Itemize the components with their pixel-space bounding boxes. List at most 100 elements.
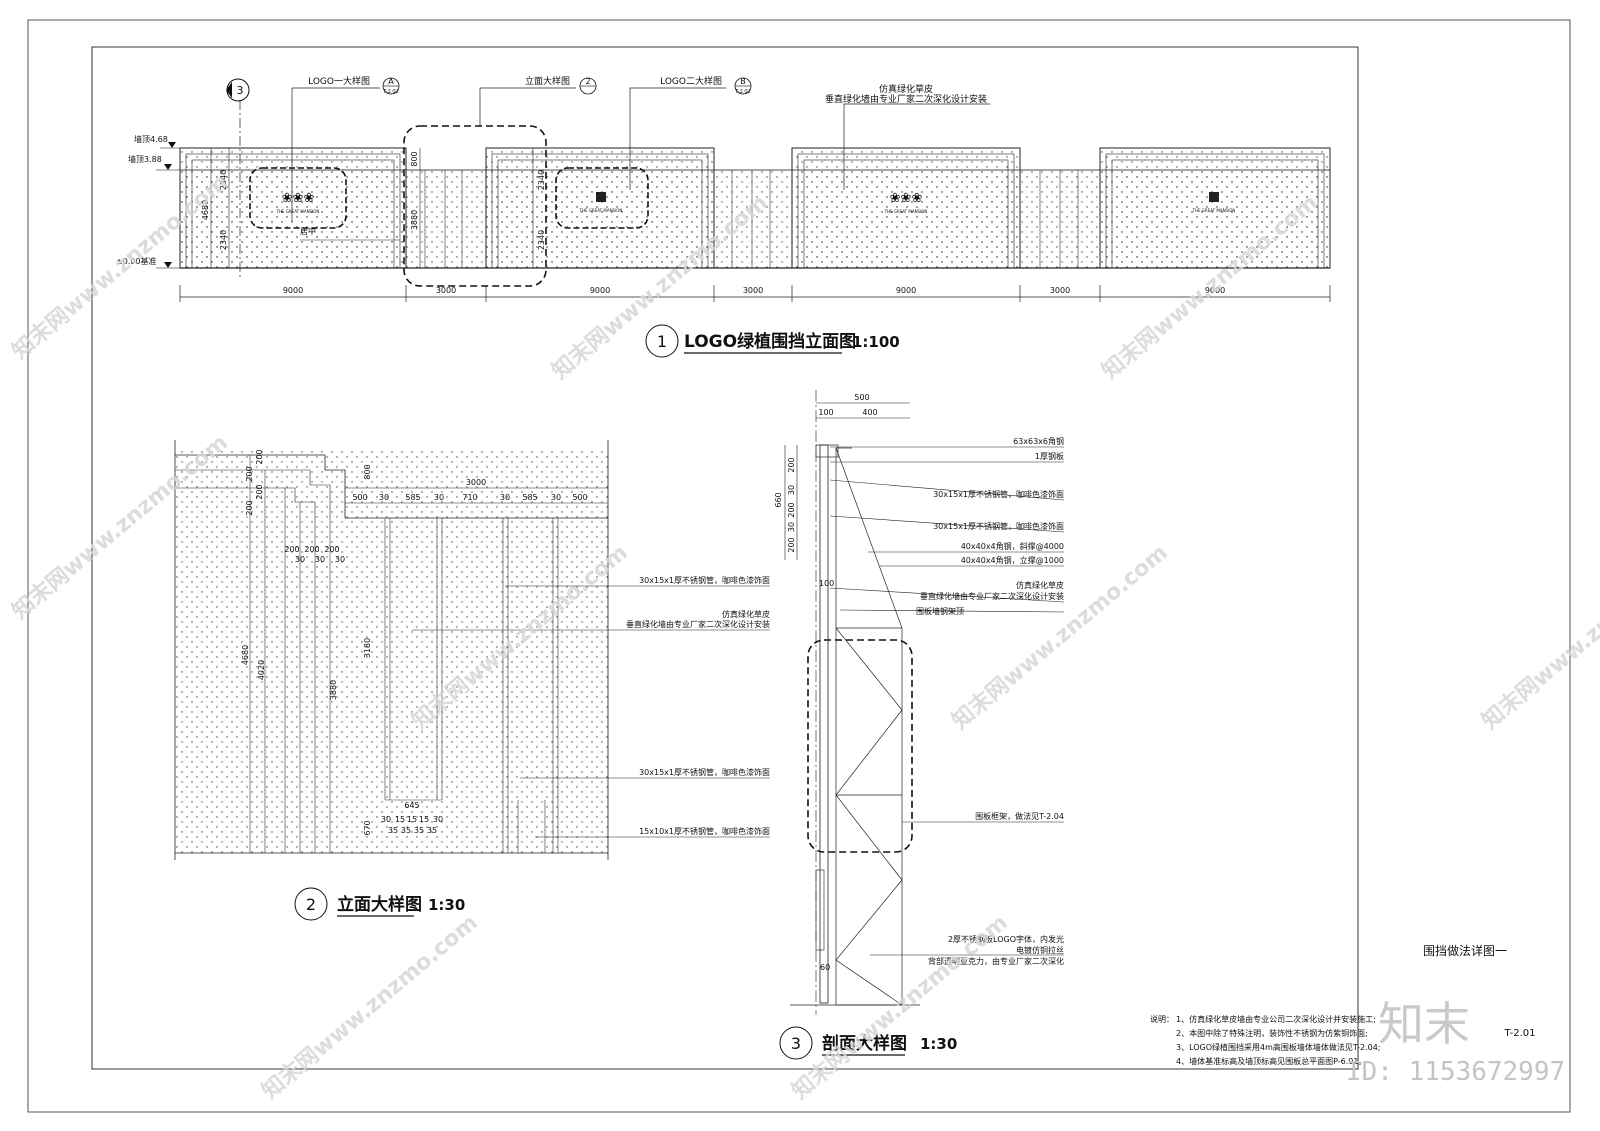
section-leaders: [829, 446, 1065, 956]
d2-note-3: 30x15x1厚不锈钢管，咖啡色漆饰面: [639, 767, 770, 777]
section-callout-box: [807, 639, 913, 853]
logo-b-text: THE GREAT MANSION: [579, 208, 623, 213]
general-notes: 说明： 1、仿真绿化草皮墙由专业公司二次深化设计并安装施工; 2、本图中除了特殊…: [1150, 1014, 1380, 1066]
elev-leaders: [239, 87, 990, 280]
bottom-a-3: 15: [419, 815, 429, 824]
step-h-0: 200: [284, 545, 299, 554]
elev-span-dims: [179, 285, 1331, 302]
bottom-a-4: 30: [433, 815, 443, 824]
svg-text:1、仿真绿化草皮墙由专业公司二次深化设计并安装施工;: 1、仿真绿化草皮墙由专业公司二次深化设计并安装施工;: [1176, 1014, 1376, 1024]
bottom-a-0: 30: [381, 815, 391, 824]
panel-4: [1099, 147, 1331, 269]
top-dim-0: 500: [352, 493, 367, 502]
dim-4680: 4680: [201, 200, 210, 220]
v-670: 670: [363, 820, 372, 835]
bottom-b-3: 35: [427, 826, 437, 835]
section-cut-mark: 3: [226, 78, 250, 102]
top-dim-3: 30: [434, 493, 444, 502]
svg-text:2、本图中除了特殊注明，装饰性不锈钢为仿紫铜饰面;: 2、本图中除了特殊注明，装饰性不锈钢为仿紫铜饰面;: [1176, 1028, 1368, 1038]
sec-v-2: 200: [787, 502, 796, 517]
inner-border: [91, 46, 1359, 1070]
svg-text:1: 1: [657, 332, 667, 351]
svg-text:T-2.02: T-2.02: [382, 89, 399, 95]
step-30-0: 30: [295, 555, 305, 564]
logo-a-mark: ❀❀❀: [282, 191, 315, 206]
greenery-note-1: 仿真绿化草皮: [879, 83, 933, 95]
detail-callout-box: [403, 125, 547, 287]
bottom-b-2: 35: [414, 826, 424, 835]
left-v-3: 200: [245, 500, 254, 515]
left-v-1: 200: [245, 466, 254, 481]
logo-d-mark: [1209, 192, 1219, 202]
svg-text:LOGO二大样图: LOGO二大样图: [660, 75, 722, 87]
sec-note-10: 2厚不锈钢板LOGO字体，内发光: [948, 934, 1064, 944]
sec-w100: 100: [818, 408, 833, 417]
callout-elev-detail: 立面大样图 2: [525, 75, 597, 95]
svg-text:3: 3: [791, 1034, 801, 1053]
sec-note-2: 30x15x1厚不锈钢管，咖啡色漆饰面: [933, 489, 1064, 499]
span-3: 9000: [590, 286, 610, 295]
detail-top-dims: [345, 487, 608, 504]
detail-elevation-view: 3000 800 500 30 585 30 710 30 585 30 500…: [174, 440, 770, 921]
detail2-leaders: [412, 585, 770, 838]
svg-text:T-2.02: T-2.02: [734, 89, 751, 95]
svg-text:说明：: 说明：: [1150, 1014, 1174, 1024]
span-2: 3000: [436, 286, 456, 295]
sec-v-1: 30: [787, 485, 796, 495]
sec-note-3: 30x15x1厚不锈钢管，咖啡色漆饰面: [933, 521, 1064, 531]
sec-60: 60: [820, 963, 830, 972]
sec-v-0: 200: [787, 457, 796, 472]
sec-note-5: 40x40x4角钢，立撑@1000: [961, 555, 1064, 565]
panel-1: [179, 147, 407, 269]
sheet-name: 围挡做法详图一: [1423, 943, 1507, 958]
svg-text:墙顶3.88: 墙顶3.88: [128, 154, 162, 164]
dim-2340c: 2340: [537, 170, 546, 190]
top-dim-1: 30: [379, 493, 389, 502]
top-dim-5: 30: [500, 493, 510, 502]
sec-note-11: 电镀仿铜拉丝: [1016, 945, 1064, 955]
top-dim-7: 30: [551, 493, 561, 502]
v-3880: 3880: [329, 680, 338, 700]
sec-v-3: 30: [787, 522, 796, 532]
svg-text:2: 2: [585, 77, 590, 86]
top-dim-6: 585: [522, 493, 537, 502]
v-4020: 4020: [257, 660, 266, 680]
panel-3: [791, 147, 1021, 269]
logo-a-outline: [249, 167, 347, 229]
logo-d-text: THE GREAT MANSION: [1192, 208, 1236, 213]
svg-text:知末网www.znzmo.com: 知末网www.znzmo.com: [257, 909, 483, 1104]
dim-800: 800: [410, 151, 419, 166]
svg-text:立面大样图: 立面大样图: [525, 75, 570, 87]
top-dim-4: 710: [462, 493, 477, 502]
sec-100: 100: [819, 579, 834, 588]
left-v-2: 200: [255, 484, 264, 499]
step-30-2: 30: [335, 555, 345, 564]
logo-a-text: THE GREAT MANSION: [276, 209, 320, 214]
detail-total: 3000: [466, 478, 486, 487]
svg-text:B: B: [740, 77, 746, 86]
bottom-645: 645: [404, 801, 419, 810]
top-dim-2: 585: [405, 493, 420, 502]
d2-note-1: 仿真绿化草皮: [722, 609, 770, 619]
level-marks: 墙顶4.68 墙顶3.88 ±0.00基准: [116, 134, 180, 269]
sec-note-8: 围板墙钢架顶: [916, 606, 964, 616]
bottom-a-2: 15: [407, 815, 417, 824]
sec-w400: 400: [862, 408, 877, 417]
stepped-profile: [175, 454, 608, 519]
svg-text:立面大样图: 立面大样图: [337, 894, 422, 915]
span-7: 9000: [1205, 286, 1225, 295]
logo-c-mark: ❀❀❀: [890, 191, 923, 206]
title-elevation: 1 LOGO绿植围挡立面图 1:100: [645, 324, 900, 358]
dim-2340b: 2340: [219, 230, 228, 250]
svg-text:知末网www.znzmo.com: 知末网www.znzmo.com: [787, 909, 1013, 1104]
svg-text:3: 3: [237, 84, 244, 97]
span-4: 3000: [743, 286, 763, 295]
section-view: 500 100 400 660 200 30 200 30 200 100 60: [774, 390, 1065, 1060]
svg-text:1:100: 1:100: [852, 333, 900, 351]
image-id: ID: 1153672997: [1346, 1057, 1565, 1087]
title-detail-elevation: 2 立面大样图 1:30: [294, 887, 465, 921]
title-section: 3 剖面大样图 1:30: [779, 1026, 957, 1060]
span-1: 9000: [283, 286, 303, 295]
span-5: 9000: [896, 286, 916, 295]
sec-note-4: 40x40x4角钢，斜撑@4000: [961, 541, 1064, 551]
